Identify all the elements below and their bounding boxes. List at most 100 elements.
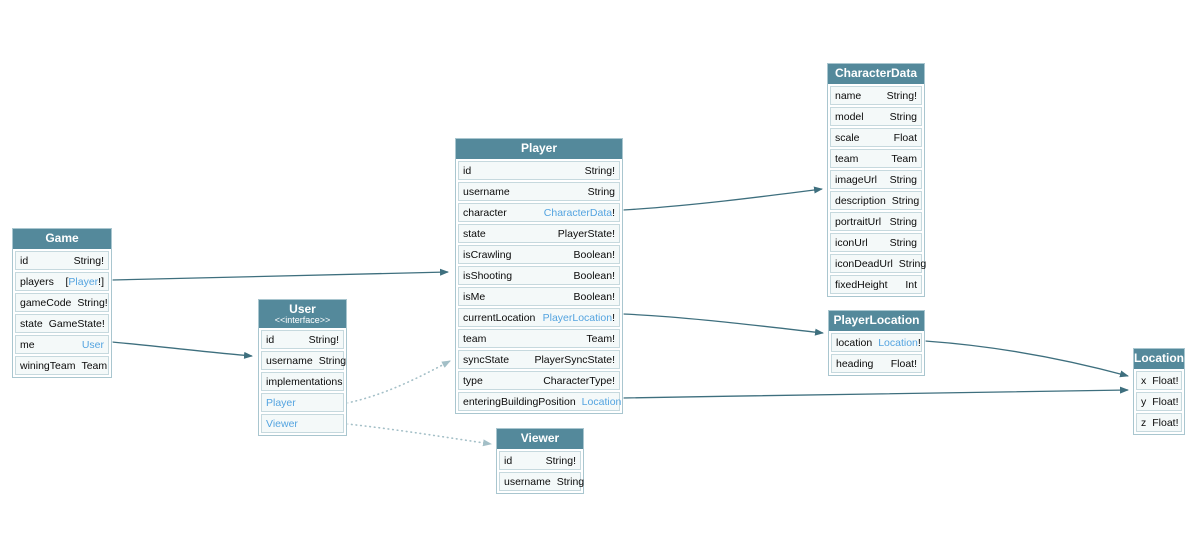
field-row-player-state[interactable]: state PlayerState! [458,224,620,243]
field-type: String [889,173,917,186]
field-name: scale [835,131,860,144]
field-name: winingTeam [20,359,76,372]
type-link[interactable]: Location [581,395,622,408]
field-name: heading [836,357,874,370]
field-type: String [556,475,585,488]
type-node-title[interactable]: Player [456,139,622,159]
implementation-row-player[interactable]: Player [261,393,344,412]
type-node-title[interactable]: User<<interface>> [259,300,346,328]
field-row-characterdata-fixedHeight[interactable]: fixedHeight Int [830,275,922,294]
field-name: id [504,454,513,467]
field-name: iconDeadUrl [835,257,893,270]
field-name: state [463,227,486,240]
type-link[interactable]: Player [68,275,99,288]
field-type: Boolean! [573,248,615,261]
field-row-characterdata-scale[interactable]: scale Float [830,128,922,147]
field-type: String! [584,164,615,177]
field-type: Float [893,131,917,144]
field-type: PlayerState! [557,227,615,240]
field-type: Int [905,278,917,291]
type-link[interactable]: Player [266,396,296,409]
field-type: Boolean! [573,290,615,303]
field-name: team [463,332,487,345]
field-row-player-isCrawling[interactable]: isCrawling Boolean! [458,245,620,264]
edge-player-currentlocation-to-playerlocation [622,313,824,336]
field-row-game-winingTeam[interactable]: winingTeam Team [15,356,109,375]
type-node-title[interactable]: Game [13,229,111,249]
type-link[interactable]: User [81,338,104,351]
section-row-implementations[interactable]: implementations [261,372,344,391]
field-type: String [889,110,917,123]
type-link[interactable]: CharacterData [543,206,613,219]
field-row-game-players[interactable]: players[Player!] [15,272,109,291]
field-row-characterdata-name[interactable]: name String! [830,86,922,105]
field-type: Float! [1152,374,1179,387]
field-type: String [889,215,917,228]
field-name: portraitUrl [835,215,882,228]
field-type: String! [77,296,108,309]
field-name: fixedHeight [835,278,888,291]
type-wrapper-text: ! [612,206,615,219]
section-label: implementations [266,375,343,388]
field-name: isCrawling [463,248,512,261]
type-node-title[interactable]: PlayerLocation [829,311,924,331]
type-link[interactable]: Location [878,336,918,349]
field-name: name [835,89,862,102]
field-type: [Player!] [65,276,104,288]
field-name: currentLocation [463,311,536,324]
type-link[interactable]: PlayerLocation [542,311,613,324]
field-name: id [20,254,29,267]
field-type: Team [81,359,108,372]
field-row-characterdata-portraitUrl[interactable]: portraitUrl String [830,212,922,231]
field-type: GameState! [48,317,105,330]
type-node-title[interactable]: Viewer [497,429,583,449]
type-node-title[interactable]: CharacterData [828,64,924,84]
field-name: username [266,354,313,367]
type-node-title[interactable]: Location [1134,349,1184,369]
field-name: username [463,185,510,198]
implementation-row-viewer[interactable]: Viewer [261,414,344,433]
type-link[interactable]: Viewer [266,417,298,430]
field-type: String! [886,89,917,102]
